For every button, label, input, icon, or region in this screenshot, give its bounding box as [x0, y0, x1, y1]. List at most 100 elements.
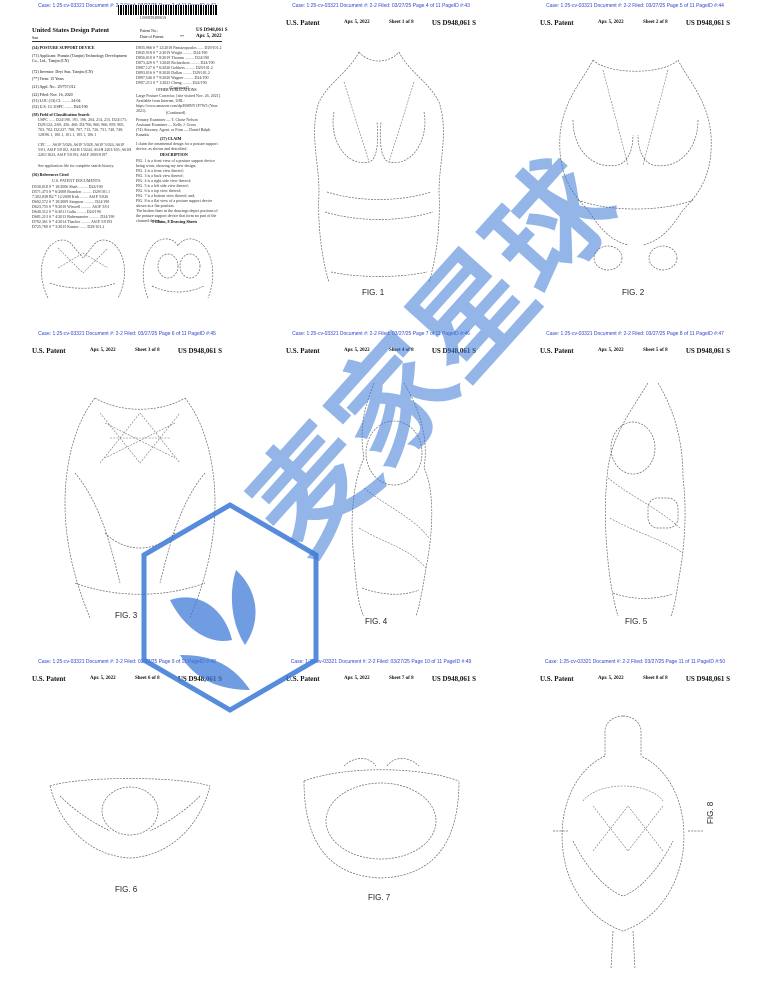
claims-count: 1 Claim, 8 Drawing Sheets	[152, 219, 198, 224]
sheet-header: U.S. Patent Apr. 5, 2022 Sheet 1 of 8 US…	[286, 19, 476, 29]
drawing-sheet-4: Case: 1:25-cv-03321 Document #: 2-2 File…	[254, 328, 508, 656]
field-58: (58) Field of Classification Search	[32, 112, 90, 117]
ref-row: D845,918 S * 2/2019 Wright ......... D24…	[136, 50, 208, 55]
ref-row: D602,572 S * 10/2009 Simpson .......... …	[32, 199, 110, 204]
header-date: Apr. 5, 2022	[598, 20, 624, 25]
patent-no-label: Patent No.:	[140, 28, 158, 33]
drawing-sheet-8: Case: 1:25-cv-03321 Document #: 2-2 File…	[508, 656, 762, 984]
sheet-header: U.S. Patent Apr. 5, 2022 Sheet 2 of 8 US…	[540, 19, 730, 29]
description-item: FIG. 3 is a back view thereof;	[136, 173, 184, 178]
header-sheet: Sheet 1 of 8	[389, 20, 414, 25]
inventor-short: Sun	[32, 35, 39, 40]
date-stars: **	[180, 34, 184, 39]
field-21: (21) Appl. No.: 29/757,012	[32, 84, 76, 89]
header-left: U.S. Patent	[286, 675, 320, 683]
figure-label: FIG. 4	[365, 617, 388, 626]
header-number: US D948,061 S	[685, 19, 730, 27]
date-label: Date of Patent:	[140, 34, 164, 39]
patent-title: United States Design Patent	[32, 27, 110, 34]
header-number: US D948,061 S	[685, 347, 730, 355]
drawing-sheet-5: Case: 1:25-cv-03321 Document #: 2-2 File…	[508, 328, 762, 656]
figure-label: FIG. 6	[115, 885, 138, 894]
description-item: FIG. 5 is a left side view thereof;	[136, 183, 189, 188]
header-left: U.S. Patent	[540, 19, 574, 27]
sheet-header: U.S. Patent Apr. 5, 2022 Sheet 3 of 8 US…	[32, 347, 222, 357]
ref-row: D681,213 S * 4/2013 Rubensmeier ........…	[32, 214, 115, 219]
sheet-header: U.S. Patent Apr. 5, 2022 Sheet 6 of 8 US…	[32, 675, 222, 685]
header-number: US D948,061 S	[685, 675, 730, 683]
ref-row: D893,016 S * 8/2020 Dallan ......... D29…	[136, 70, 210, 75]
description-item: FIG. 2 is a front view thereof;	[136, 168, 184, 173]
case-header: Case: 1:25-cv-03321 Document #: 2-2 File…	[292, 3, 470, 9]
ref-row: D835,966 S * 12/2018 Pantazopoulos .....…	[136, 45, 222, 50]
front-page-figures	[41, 238, 214, 299]
field-57: (57) CLAIM	[160, 136, 182, 141]
sheet-header: U.S. Patent Apr. 5, 2022 Sheet 8 of 8 US…	[540, 675, 730, 685]
header-number: US D948,061 S	[177, 675, 222, 683]
fig-8-drawing	[553, 715, 703, 970]
figure-label: FIG. 2	[622, 288, 645, 297]
header-sheet: Sheet 7 of 8	[389, 676, 414, 681]
refs-title: U.S. PATENT DOCUMENTS	[52, 178, 101, 183]
refs-col1: D530,018 S * 10/2006 Shaft ......... D24…	[32, 184, 132, 229]
header-date: Apr. 5, 2022	[90, 348, 116, 353]
description-item: FIG. 7 is a bottom view thereof; and,	[136, 193, 196, 198]
figure-label: FIG. 3	[115, 611, 138, 620]
field-58-cpc: CPC ..... A61F 5/026, A61F 5/028, A61F 5…	[38, 142, 132, 157]
patent-no: US D948,061 S	[196, 28, 228, 33]
case-header: Case: 1:25-cv-03321 Document #: 2-2 File…	[292, 331, 470, 337]
drawing-sheet-3: Case: 1:25-cv-03321 Document #: 2-2 File…	[0, 328, 254, 656]
header-date: Apr. 5, 2022	[344, 20, 370, 25]
field-58-note: See application file for complete search…	[38, 163, 115, 168]
header-sheet: Sheet 5 of 8	[643, 348, 668, 353]
fig-3-drawing	[64, 397, 216, 619]
description-item: FIG. 8 is a flat view of a posture suppo…	[136, 198, 213, 208]
figure-label: FIG. 5	[625, 617, 648, 626]
header-sheet: Sheet 4 of 8	[389, 348, 414, 353]
field-51: (51) LOC (13) Cl. ........ 24-04	[32, 98, 81, 103]
other-pubs: Large Posture Corrector, [site visited N…	[136, 93, 221, 113]
ref-row: 7,302,838 B2 * 12/2008 Kirk ........ A61…	[32, 194, 109, 199]
header-date: Apr. 5, 2022	[90, 676, 116, 681]
barcode	[118, 5, 218, 15]
header-date: Apr. 5, 2022	[344, 676, 370, 681]
header-sheet: Sheet 3 of 8	[135, 348, 160, 353]
ref-row: D530,018 S * 10/2006 Shaft ......... D24…	[32, 184, 103, 189]
ref-row: D887,127 S * 6/2020 Gobbers ......... D2…	[136, 65, 213, 70]
case-header: Case: 1:25-cv-03321 Document #: 2-2 File…	[38, 659, 216, 665]
ref-row: D725,780 S * 3/2015 Kantor ....... D29/1…	[32, 224, 105, 229]
fig-1-drawing	[314, 51, 444, 283]
ref-row: D873,429 S * 1/2020 Richardson .........…	[136, 60, 215, 65]
field-52: (52) U.S. Cl. USPC ........ D24/190	[32, 104, 88, 109]
front-page: Case: 1:25-cv-03321 Document #: 2-2 File…	[0, 0, 254, 328]
header-sheet: Sheet 2 of 8	[643, 20, 668, 25]
patent-date: Apr. 5, 2022	[196, 34, 222, 39]
header-left: U.S. Patent	[286, 19, 320, 27]
drawing-sheet-2: Case: 1:25-cv-03321 Document #: 2-2 File…	[508, 0, 762, 328]
header-left: U.S. Patent	[286, 347, 320, 355]
description-title: DESCRIPTION	[160, 152, 188, 157]
figure-label: FIG. 1	[362, 288, 385, 297]
header-number: US D948,061 S	[431, 347, 476, 355]
sheet-header: U.S. Patent Apr. 5, 2022 Sheet 4 of 8 US…	[286, 347, 476, 357]
refs-col2: D835,966 S * 12/2018 Pantazopoulos .....…	[136, 45, 222, 90]
ref-row: D640,312 S * 6/2011 Galla ......... D24/…	[32, 209, 101, 214]
field-54: (54) POSTURE SUPPORT DEVICE	[32, 45, 95, 50]
divider	[32, 41, 222, 42]
header-left: U.S. Patent	[540, 347, 574, 355]
assistant-examiner: Assistant Examiner — Kelly J. Gross	[136, 122, 196, 127]
header-sheet: Sheet 6 of 8	[135, 676, 160, 681]
field-term: (**) Term: 15 Years	[32, 76, 64, 81]
field-56: (56) References Cited	[32, 172, 69, 177]
attorney: (74) Attorney, Agent, or Firm — Daniel R…	[136, 127, 211, 137]
claim-text: I claim the ornamental design for a post…	[136, 141, 218, 151]
ref-row: D907,213 S * 1/2021 Cheng ......... D24/…	[136, 80, 207, 85]
figure-label: FIG. 8	[706, 801, 715, 824]
sheet-header: U.S. Patent Apr. 5, 2022 Sheet 7 of 8 US…	[286, 675, 476, 685]
header-date: Apr. 5, 2022	[344, 348, 370, 353]
description-list: FIG. 1 is a front view of a posture supp…	[136, 158, 222, 223]
primary-examiner: Primary Examiner — T. Chase Nelson	[136, 117, 198, 122]
figure-label: FIG. 7	[368, 893, 391, 902]
fig-2-drawing	[559, 59, 712, 271]
header-date: Apr. 5, 2022	[598, 676, 624, 681]
